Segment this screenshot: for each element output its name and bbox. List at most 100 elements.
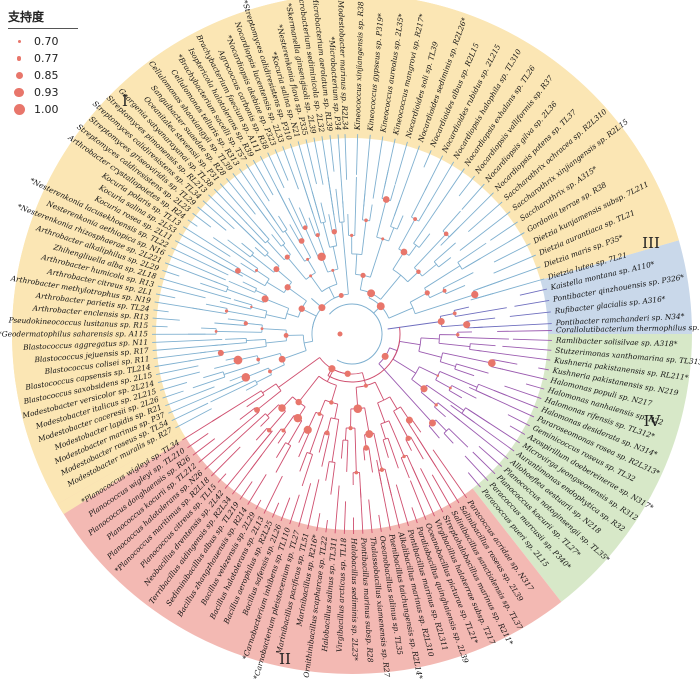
internal-branch [396, 215, 404, 230]
internal-branch [454, 368, 475, 377]
internal-branch [426, 384, 464, 411]
internal-branch [188, 355, 222, 362]
leaf-branch [499, 368, 547, 380]
internal-branch [260, 417, 270, 427]
leaf-branch [157, 371, 200, 383]
internal-branch [435, 379, 451, 389]
internal-branch [245, 222, 266, 244]
internal-branch [283, 415, 295, 431]
support-node [487, 359, 496, 367]
support-node [281, 428, 286, 433]
leaf-branch [372, 136, 384, 199]
clade-label-I: I [122, 92, 128, 110]
support-node [254, 406, 261, 413]
internal-branch [233, 411, 260, 434]
support-node [353, 404, 363, 413]
internal-branch [228, 413, 266, 448]
internal-branch [335, 188, 341, 223]
internal-branch [255, 427, 268, 441]
internal-branch [298, 375, 320, 403]
leaf-branch [157, 285, 206, 299]
support-node [442, 288, 447, 293]
internal-branch [443, 432, 454, 444]
internal-branch [299, 452, 308, 472]
leaf-branch [409, 480, 427, 520]
leaf-branch [213, 188, 248, 224]
internal-branch [346, 440, 349, 472]
leaf-branch [325, 520, 328, 533]
internal-branch [466, 317, 496, 322]
internal-branch [210, 380, 256, 403]
internal-branch [420, 337, 440, 340]
internal-branch [442, 352, 492, 364]
internal-branch [389, 347, 398, 352]
internal-branch [271, 234, 282, 247]
internal-branch [310, 275, 323, 292]
internal-branch [286, 313, 299, 318]
support-node [295, 398, 302, 406]
internal-branch [226, 310, 266, 319]
internal-branch [354, 177, 357, 236]
support-node [367, 289, 376, 298]
support-node [261, 295, 269, 303]
internal-branch [245, 383, 258, 391]
leaf-branch [153, 309, 169, 313]
internal-branch [473, 279, 503, 292]
leaf-branch [343, 501, 347, 534]
internal-branch [374, 382, 385, 401]
internal-branch [227, 318, 247, 322]
internal-branch [438, 257, 452, 268]
internal-branch [475, 293, 494, 299]
internal-branch [256, 374, 272, 383]
support-node [382, 196, 390, 203]
support-node [266, 427, 272, 433]
internal-branch [281, 350, 307, 360]
support-node [224, 309, 229, 313]
internal-branch [345, 427, 347, 441]
leaf-branch [464, 455, 489, 481]
leaf-branch [252, 159, 274, 196]
internal-branch [251, 254, 275, 273]
internal-branch [223, 362, 260, 375]
internal-branch [264, 298, 289, 309]
legend-item: 0.70 [8, 33, 78, 50]
internal-branch [200, 282, 227, 293]
internal-branch [406, 455, 422, 488]
leaf-branch [493, 254, 536, 274]
leaf-branch [459, 211, 511, 251]
support-node [217, 349, 224, 356]
support-node [329, 400, 334, 405]
internal-branch [433, 242, 456, 263]
internal-branch [405, 439, 412, 451]
internal-branch [216, 330, 262, 333]
leaf-branch [427, 161, 455, 207]
internal-branch [278, 215, 288, 230]
support-node [363, 445, 370, 451]
leaf-label: Corallolutibacterium thermophilus sp. TL… [556, 322, 700, 334]
internal-branch [361, 372, 367, 386]
internal-branch [428, 425, 440, 439]
internal-branch [318, 432, 326, 453]
internal-branch [227, 288, 264, 303]
internal-branch [214, 322, 246, 326]
leaf-branch [271, 502, 280, 518]
legend-title: 支持度 [8, 8, 78, 29]
internal-branch [320, 202, 326, 223]
internal-branch [347, 214, 350, 236]
internal-branch [451, 385, 477, 399]
leaf-branch [178, 233, 228, 262]
leaf-branch [155, 293, 176, 299]
internal-branch [282, 244, 291, 255]
leaf-branch [289, 494, 300, 525]
internal-branch [250, 428, 282, 470]
internal-branch [415, 294, 475, 315]
support-node [318, 304, 326, 312]
leaf-branch [162, 270, 180, 277]
internal-branch [409, 292, 428, 303]
legend-dot [16, 56, 22, 61]
support-node [416, 269, 421, 274]
internal-branch [327, 176, 337, 232]
internal-branch [434, 406, 446, 418]
internal-branch [440, 361, 456, 367]
internal-branch [445, 285, 466, 295]
